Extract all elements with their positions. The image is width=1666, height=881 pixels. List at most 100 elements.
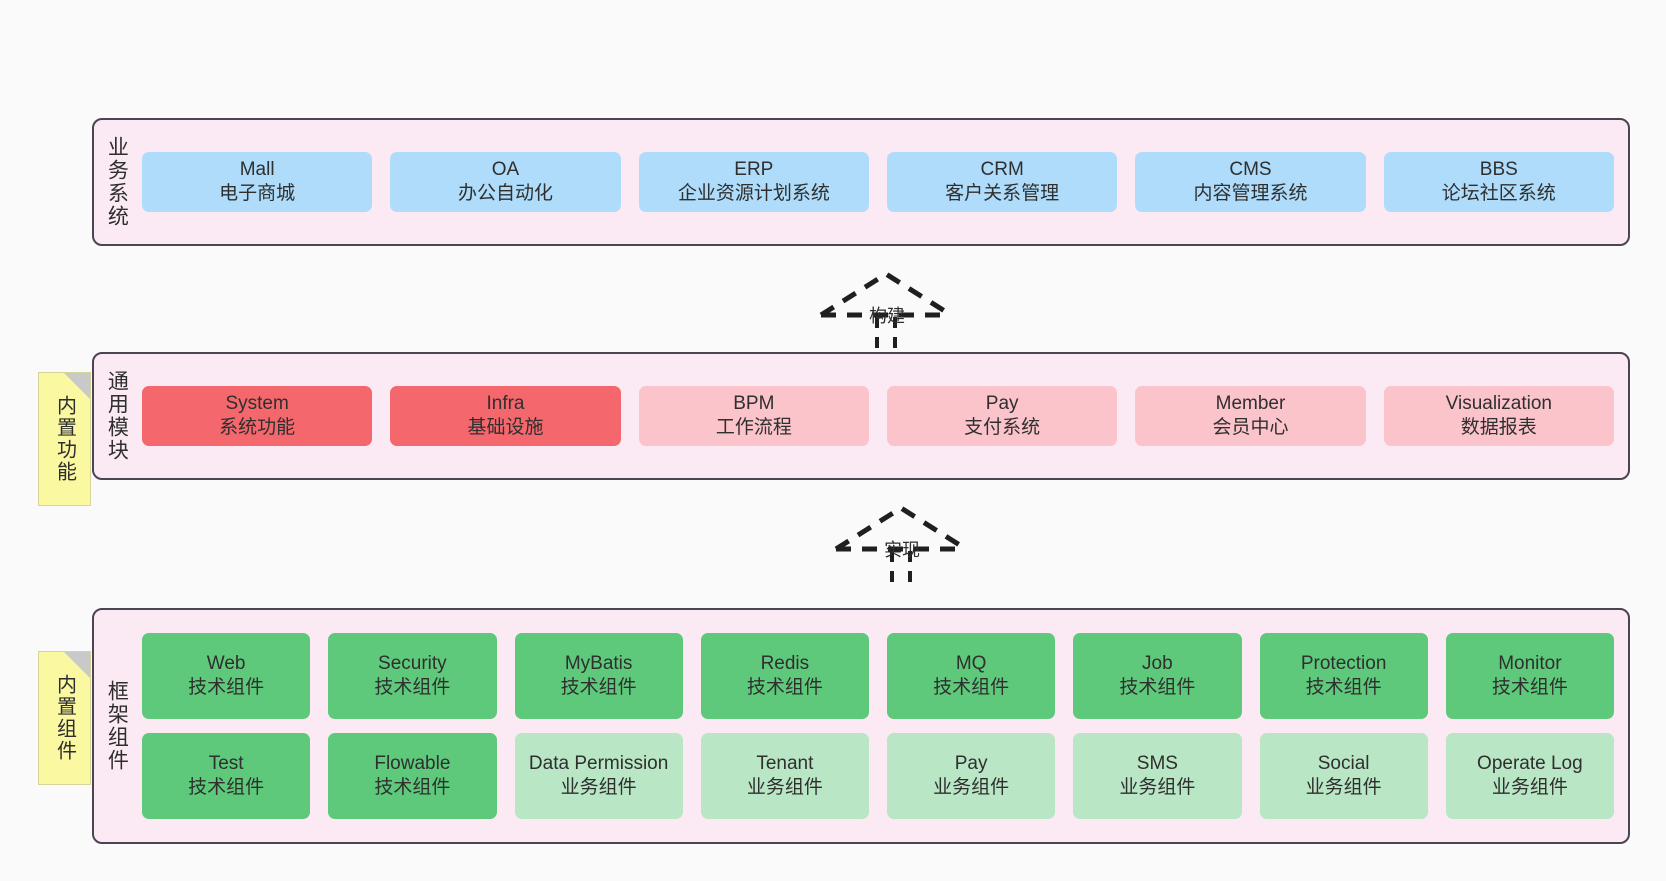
card-subtitle: 客户关系管理 xyxy=(945,183,1060,204)
note-fold-corner-icon xyxy=(64,652,90,678)
card-subtitle: 技术组件 xyxy=(374,677,451,698)
layer-title-business-system: 业务系统 xyxy=(105,136,129,228)
arrow-shaft xyxy=(890,546,912,582)
card-title: Monitor xyxy=(1498,652,1562,674)
card-system[interactable]: System 系统功能 xyxy=(142,385,373,447)
card-subtitle: 业务组件 xyxy=(1491,777,1568,798)
card-pay-component[interactable]: Pay 业务组件 xyxy=(887,733,1056,819)
card-web[interactable]: Web 技术组件 xyxy=(142,633,311,719)
card-subtitle: 技术组件 xyxy=(1119,677,1196,698)
card-title: SMS xyxy=(1136,752,1178,774)
arrow-implement: 实现 xyxy=(815,502,975,592)
note-builtin-feature: 内置功能 xyxy=(38,372,91,506)
arrow-build: 构建 xyxy=(800,270,960,360)
card-operate-log[interactable]: Operate Log 业务组件 xyxy=(1445,733,1614,819)
layer-body-common-module: System 系统功能 Infra 基础设施 BPM 工作流程 Pay 支付系统… xyxy=(138,354,1628,478)
card-subtitle: 技术组件 xyxy=(1305,677,1382,698)
card-bbs[interactable]: BBS 论坛社区系统 xyxy=(1383,151,1614,213)
card-title: Test xyxy=(208,752,244,774)
card-title: Pay xyxy=(985,392,1019,414)
card-visualization[interactable]: Visualization 数据报表 xyxy=(1383,385,1614,447)
arrow-implement-label: 实现 xyxy=(884,540,920,560)
card-title: CRM xyxy=(980,158,1024,180)
layer-framework-component: 框架组件 Web 技术组件 Security 技术组件 MyBatis 技术组件… xyxy=(92,608,1630,844)
card-title: ERP xyxy=(734,158,774,180)
card-title: Member xyxy=(1215,392,1286,414)
note-fold-corner-icon xyxy=(64,373,90,399)
layer-body-framework-component: Web 技术组件 Security 技术组件 MyBatis 技术组件 Redi… xyxy=(138,610,1628,842)
card-title: Pay xyxy=(954,752,988,774)
card-subtitle: 基础设施 xyxy=(467,417,544,438)
card-title: Infra xyxy=(486,392,525,414)
card-title: BBS xyxy=(1479,158,1518,180)
card-title: Protection xyxy=(1300,652,1387,674)
card-subtitle: 办公自动化 xyxy=(457,183,553,204)
card-redis[interactable]: Redis 技术组件 xyxy=(700,633,869,719)
card-subtitle: 技术组件 xyxy=(746,677,823,698)
card-subtitle: 内容管理系统 xyxy=(1193,183,1308,204)
card-data-permission[interactable]: Data Permission 业务组件 xyxy=(514,733,683,819)
card-job[interactable]: Job 技术组件 xyxy=(1073,633,1242,719)
card-tenant[interactable]: Tenant 业务组件 xyxy=(700,733,869,819)
card-subtitle: 业务组件 xyxy=(560,777,637,798)
card-title: Mall xyxy=(239,158,275,180)
card-subtitle: 企业资源计划系统 xyxy=(677,183,830,204)
card-title: Web xyxy=(206,652,246,674)
card-subtitle: 电子商城 xyxy=(219,183,296,204)
card-flowable[interactable]: Flowable 技术组件 xyxy=(328,733,497,819)
arrow-shaft xyxy=(875,312,897,348)
card-social[interactable]: Social 业务组件 xyxy=(1259,733,1428,819)
card-subtitle: 业务组件 xyxy=(1119,777,1196,798)
card-infra[interactable]: Infra 基础设施 xyxy=(390,385,621,447)
card-title: BPM xyxy=(733,392,775,414)
card-row: Mall 电子商城 OA 办公自动化 ERP 企业资源计划系统 CRM 客户关系… xyxy=(142,151,1614,213)
card-erp[interactable]: ERP 企业资源计划系统 xyxy=(638,151,869,213)
card-subtitle: 支付系统 xyxy=(964,417,1041,438)
card-mq[interactable]: MQ 技术组件 xyxy=(887,633,1056,719)
note-builtin-component: 内置组件 xyxy=(38,651,91,785)
card-title: Job xyxy=(1142,652,1173,674)
card-title: MQ xyxy=(955,652,987,674)
card-title: Operate Log xyxy=(1477,752,1583,774)
card-mall[interactable]: Mall 电子商城 xyxy=(142,151,373,213)
layer-body-business-system: Mall 电子商城 OA 办公自动化 ERP 企业资源计划系统 CRM 客户关系… xyxy=(138,120,1628,244)
card-monitor[interactable]: Monitor 技术组件 xyxy=(1445,633,1614,719)
card-mybatis[interactable]: MyBatis 技术组件 xyxy=(514,633,683,719)
card-row: System 系统功能 Infra 基础设施 BPM 工作流程 Pay 支付系统… xyxy=(142,385,1614,447)
card-subtitle: 数据报表 xyxy=(1460,417,1537,438)
card-subtitle: 业务组件 xyxy=(1305,777,1382,798)
card-subtitle: 技术组件 xyxy=(188,677,265,698)
card-test[interactable]: Test 技术组件 xyxy=(142,733,311,819)
card-title: Flowable xyxy=(374,752,451,774)
card-title: Data Permission xyxy=(528,752,669,774)
layer-business-system: 业务系统 Mall 电子商城 OA 办公自动化 ERP 企业资源计划系统 CRM… xyxy=(92,118,1630,246)
card-protection[interactable]: Protection 技术组件 xyxy=(1259,633,1428,719)
card-title: CMS xyxy=(1229,158,1272,180)
card-cms[interactable]: CMS 内容管理系统 xyxy=(1135,151,1366,213)
card-pay-module[interactable]: Pay 支付系统 xyxy=(886,385,1118,447)
card-crm[interactable]: CRM 客户关系管理 xyxy=(886,151,1118,213)
card-title: MyBatis xyxy=(564,652,633,674)
card-subtitle: 技术组件 xyxy=(374,777,451,798)
card-oa[interactable]: OA 办公自动化 xyxy=(390,151,621,213)
note-label: 内置功能 xyxy=(53,395,76,483)
card-security[interactable]: Security 技术组件 xyxy=(328,633,497,719)
card-sms[interactable]: SMS 业务组件 xyxy=(1073,733,1242,819)
card-title: System xyxy=(225,392,289,414)
card-subtitle: 技术组件 xyxy=(560,677,637,698)
card-subtitle: 系统功能 xyxy=(219,417,296,438)
card-row: Test 技术组件 Flowable 技术组件 Data Permission … xyxy=(142,733,1614,819)
layer-title-framework-component: 框架组件 xyxy=(105,680,129,772)
card-subtitle: 技术组件 xyxy=(1491,677,1568,698)
layer-common-module: 通用模块 System 系统功能 Infra 基础设施 BPM 工作流程 Pay… xyxy=(92,352,1630,480)
card-row: Web 技术组件 Security 技术组件 MyBatis 技术组件 Redi… xyxy=(142,633,1614,719)
card-bpm[interactable]: BPM 工作流程 xyxy=(638,385,869,447)
card-title: Visualization xyxy=(1445,392,1552,414)
card-subtitle: 业务组件 xyxy=(933,777,1010,798)
note-label: 内置组件 xyxy=(53,674,76,762)
card-subtitle: 技术组件 xyxy=(188,777,265,798)
card-subtitle: 会员中心 xyxy=(1212,417,1289,438)
card-member[interactable]: Member 会员中心 xyxy=(1135,385,1366,447)
card-title: Security xyxy=(378,652,447,674)
